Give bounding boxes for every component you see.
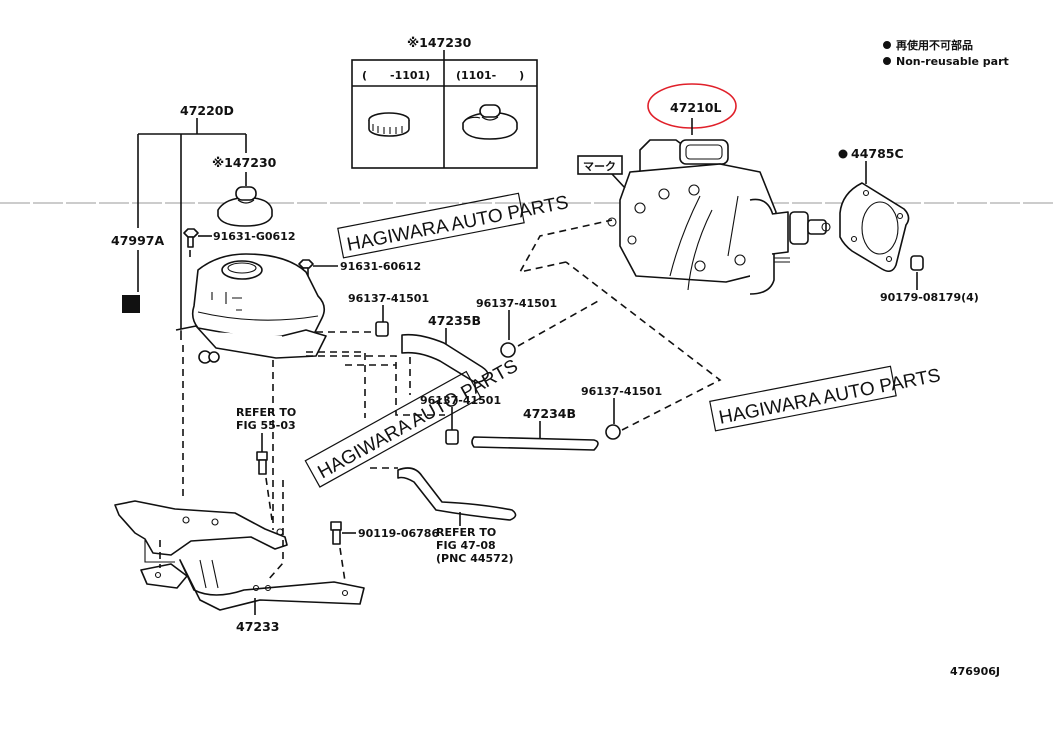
label-91631-60612: 91631-60612	[340, 260, 421, 273]
nut-90179-icon	[910, 255, 924, 271]
inset-part-number: ※147230	[407, 35, 472, 50]
reservoir-cap-icon	[217, 186, 273, 227]
refer-fig-47-08-line1: REFER TO	[436, 526, 496, 539]
inset-left-range: ( -1101)	[362, 69, 430, 82]
label-90119-06786: 90119-06786	[358, 527, 439, 540]
brake-booster-actuator-icon	[607, 139, 831, 295]
label-96137-41501-a: 96137-41501	[348, 292, 429, 305]
hose-clamp-icon	[605, 424, 621, 440]
gasket-44785C-icon	[839, 182, 910, 273]
mark-callout: マーク	[577, 155, 626, 189]
label-96137-41501-d: 96137-41501	[581, 385, 662, 398]
watermark-text: HAGIWARA AUTO PARTS	[717, 365, 942, 429]
refer-fig-47-08-line3: (PNC 44572)	[436, 552, 514, 565]
label-147230: ※147230	[212, 155, 277, 170]
non-reusable-bullet-icon	[883, 57, 891, 65]
hose-clamp-icon	[500, 342, 516, 358]
hose-to-fig-47-08-icon	[397, 467, 517, 521]
label-47220D: 47220D	[180, 103, 234, 118]
watermark-text: HAGIWARA AUTO PARTS	[314, 356, 521, 484]
bolt-90119-icon	[330, 521, 342, 545]
reservoir-cap-old-icon	[368, 112, 410, 137]
cap-variant-inset: ※147230 ( -1101) (1101- )	[351, 35, 538, 169]
reservoir-assembly-group: 47220D 47997A ※147230 91631-G0612 91631-…	[111, 103, 421, 364]
label-90179-08179: 90179-08179(4)	[880, 291, 979, 304]
label-47210L[interactable]: 47210L	[670, 100, 721, 115]
legend-japanese: 再使用不可部品	[896, 38, 973, 52]
figure-number: 476906J	[950, 665, 1000, 678]
bracket-47233-icon	[114, 500, 365, 611]
inset-right-range: (1101- )	[456, 69, 524, 82]
label-91631-G0612: 91631-G0612	[213, 230, 295, 243]
watermark-1: HAGIWARA AUTO PARTS	[337, 192, 570, 259]
bolt-91631-left-icon	[183, 228, 199, 248]
bolt-fig-55-03-icon	[256, 451, 268, 475]
refer-fig-55-03-line1: REFER TO	[236, 406, 296, 419]
refer-fig-47-08-line2: FIG 47-08	[436, 539, 496, 552]
label-47234B: 47234B	[523, 406, 576, 421]
refer-fig-55-03-line2: FIG 55-03	[236, 419, 296, 432]
non-reusable-bullet-icon	[883, 41, 891, 49]
label-44785C: 44785C	[851, 146, 904, 161]
watermark-3: HAGIWARA AUTO PARTS	[709, 365, 942, 432]
label-plate-icon	[122, 295, 140, 313]
label-47233: 47233	[236, 619, 280, 634]
label-47997A: 47997A	[111, 233, 164, 248]
non-reusable-bullet-icon	[838, 149, 848, 159]
hose-47234B-icon	[471, 436, 599, 451]
watermark-2: HAGIWARA AUTO PARTS	[304, 356, 522, 488]
label-47235B: 47235B	[428, 313, 481, 328]
legend: 再使用不可部品 Non-reusable part	[883, 38, 1009, 68]
watermark-text: HAGIWARA AUTO PARTS	[345, 192, 570, 256]
mark-label: マーク	[583, 160, 616, 173]
label-96137-41501-b: 96137-41501	[476, 297, 557, 310]
legend-english: Non-reusable part	[896, 55, 1009, 68]
reservoir-tank-icon	[175, 253, 327, 364]
hose-clamp-icon	[375, 321, 389, 337]
reservoir-cap-new-icon	[462, 104, 518, 140]
hose-clamp-icon	[445, 429, 459, 445]
